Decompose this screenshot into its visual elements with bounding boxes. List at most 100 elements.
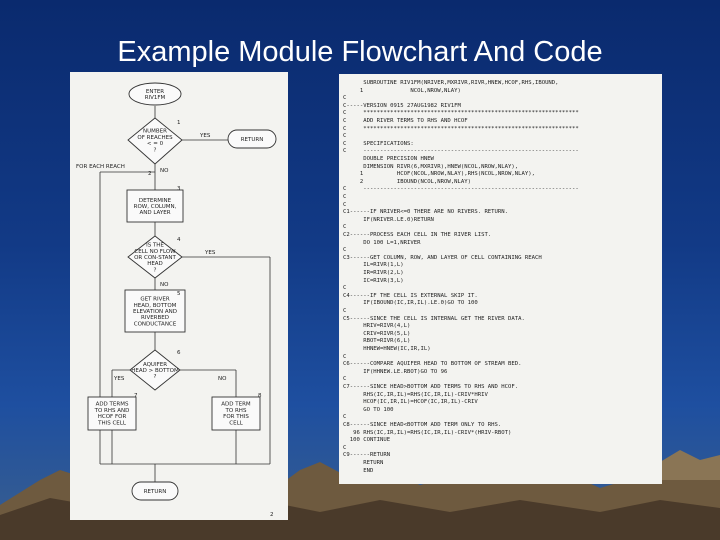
code-line: SUBROUTINE RIV1FM(NRIVER,MXRIVR,RIVR,HNE…: [343, 80, 559, 86]
code-line: C: [343, 414, 347, 421]
code-line: C: [343, 353, 347, 360]
flow-node-label: < = 0: [147, 141, 164, 147]
code-line: C: [343, 194, 347, 200]
flow-node-label: OF REACHES: [137, 135, 173, 141]
yes-label-3: YES: [113, 376, 125, 382]
code-line: C: [343, 308, 347, 314]
flow-node-add-term: [211, 396, 261, 431]
code-line: C: [343, 224, 347, 231]
flow-node-label: ELEVATION AND: [133, 309, 177, 315]
no-label-3: NO: [218, 376, 227, 382]
flow-node-add-terms: [87, 396, 137, 431]
code-line: DO 100 L=1,NRIVER: [343, 239, 421, 246]
flow-node-label: GET RIVER: [140, 297, 170, 303]
flow-node-label: CELL: [229, 420, 243, 426]
code-line: RETURN: [343, 460, 384, 466]
code-line: C --------------------------------------…: [343, 148, 579, 155]
code-line: 2 IBOUND(NCOL,NROW,NLAY): [343, 178, 471, 185]
code-listing-panel: SUBROUTINE RIV1FM(NRIVER,MXRIVR,RIVR,HNE…: [339, 74, 662, 484]
code-line: HHNEW=HNEW(IC,IR,IL): [343, 346, 431, 352]
code-line: C: [343, 444, 347, 451]
code-line: 100 CONTINUE: [343, 437, 391, 444]
code-line: DOUBLE PRECISION HNEW: [343, 156, 434, 162]
code-line: C: [343, 201, 347, 208]
flow-node-label: CELL NO FLOW: [134, 249, 176, 255]
code-line: IC=RIVR(3,L): [343, 277, 404, 284]
flow-node-label: DETERMINE: [139, 198, 172, 204]
flow-node-label: OR CON-STANT: [134, 255, 176, 261]
flow-node-return-top: [227, 129, 277, 149]
code-line: CRIV=RIVR(5,L): [343, 330, 411, 337]
yes-label-2: YES: [204, 250, 216, 256]
code-line: END: [343, 467, 374, 474]
flow-node-label: HEAD: [147, 261, 163, 267]
flow-node-label: RIVERBED: [141, 315, 169, 321]
code-line: C1------IF NRIVER<=0 THERE ARE NO RIVERS…: [343, 209, 509, 216]
code-line: C: [343, 247, 347, 254]
flow-node-label: NUMBER: [143, 129, 167, 135]
flow-node-label: ADD TERM: [221, 402, 251, 408]
code-line: C: [343, 95, 347, 102]
code-line: RHS(IC,IR,IL)=RHS(IC,IR,IL)-CRIV*HRIV: [343, 391, 488, 398]
flow-node-label: THIS CELL: [97, 420, 127, 426]
flow-node-label: AND LAYER: [139, 210, 170, 216]
no-label-1: NO: [160, 168, 169, 174]
flow-node-label: ADD TERMS: [96, 402, 129, 408]
flow-step-number: 7: [134, 393, 138, 399]
flow-node-label: CONDUCTANCE: [134, 321, 177, 327]
code-line: GO TO 100: [343, 406, 394, 413]
flow-node-label: TO RHS AND: [94, 408, 130, 414]
code-line: C4------IF THE CELL IS EXTERNAL SKIP IT.: [343, 292, 478, 299]
code-line: HRIV=RIVR(4,L): [343, 323, 411, 330]
code-line: C: [343, 376, 347, 383]
flow-node-label: ?: [154, 147, 157, 153]
code-line: C: [343, 285, 347, 292]
flow-node-determine: [126, 189, 184, 223]
flow-step-number: 1: [177, 120, 181, 126]
code-line: IF(IBOUND(IC,IR,IL).LE.0)GO TO 100: [343, 300, 478, 307]
code-line: IL=RIVR(1,L): [343, 262, 404, 269]
flow-node-label: TO RHS: [225, 408, 247, 414]
code-line: C8------SINCE HEAD<BOTTOM ADD TERM ONLY …: [343, 422, 502, 428]
flow-node-label: RETURN: [144, 489, 167, 495]
flow-node-label: IS THE: [146, 243, 164, 249]
code-line: 1 HCOF(NCOL,NROW,NLAY),RHS(NCOL,NROW,NLA…: [343, 171, 535, 178]
code-line: IR=RIVR(2,L): [343, 270, 404, 276]
code-line: C6------COMPARE AQUIFER HEAD TO BOTTOM O…: [343, 361, 522, 368]
code-line: IF(HHNEW.LE.RBOT)GO TO 96: [343, 368, 448, 375]
flow-node-label: ?: [154, 267, 157, 273]
flow-node-return-bottom: [131, 481, 179, 501]
slide-title: Example Module Flowchart And Code: [117, 36, 603, 68]
flow-step-number: 8: [258, 393, 262, 399]
code-line: C **************************************…: [343, 110, 579, 117]
code-line: C3------GET COLUMN, ROW, AND LAYER OF CE…: [343, 254, 542, 261]
code-line: C9------RETURN: [343, 452, 391, 459]
page-number: 2: [270, 512, 274, 518]
flow-step-number: 4: [177, 237, 181, 243]
flow-node-enter: [128, 82, 182, 106]
code-line: C-----VERSION 0915 27AUG1982 RIV1FM: [343, 102, 461, 109]
flow-node-label: ?: [154, 374, 157, 380]
code-line: DIMENSION RIVR(6,MXRIVR),HNEW(NCOL,NROW,…: [343, 163, 519, 170]
flow-node-label: RIV1FM: [145, 95, 166, 101]
code-line: RBOT=RIVR(6,L): [343, 338, 411, 345]
code-line: C ADD RIVER TERMS TO RHS AND HCOF: [343, 118, 468, 124]
flow-node-label: HEAD, BOTTOM: [134, 303, 177, 309]
flow-node-label: HCOF FOR: [98, 414, 127, 420]
code-line: C --------------------------------------…: [343, 186, 579, 193]
flow-node-noflow: [127, 235, 183, 279]
code-line: C **************************************…: [343, 125, 579, 132]
code-line: IF(NRIVER.LE.0)RETURN: [343, 216, 434, 223]
flow-node-reach-count: [127, 117, 183, 165]
flow-node-label: ENTER: [146, 89, 164, 95]
flow-node-get-river: [124, 289, 186, 333]
code-line: C2------PROCESS EACH CELL IN THE RIVER L…: [343, 232, 492, 238]
for-each-reach-label: FOR EACH REACH: [76, 164, 125, 170]
code-line: C5------SINCE THE CELL IS INTERNAL GET T…: [343, 315, 525, 322]
flow-step-number: 5: [177, 291, 181, 297]
flow-node-label: ROW, COLUMN,: [134, 204, 177, 210]
code-line: HCOF(IC,IR,IL)=HCOF(IC,IR,IL)-CRIV: [343, 399, 478, 406]
code-line: 1 NCOL,NROW,NLAY): [343, 87, 461, 94]
